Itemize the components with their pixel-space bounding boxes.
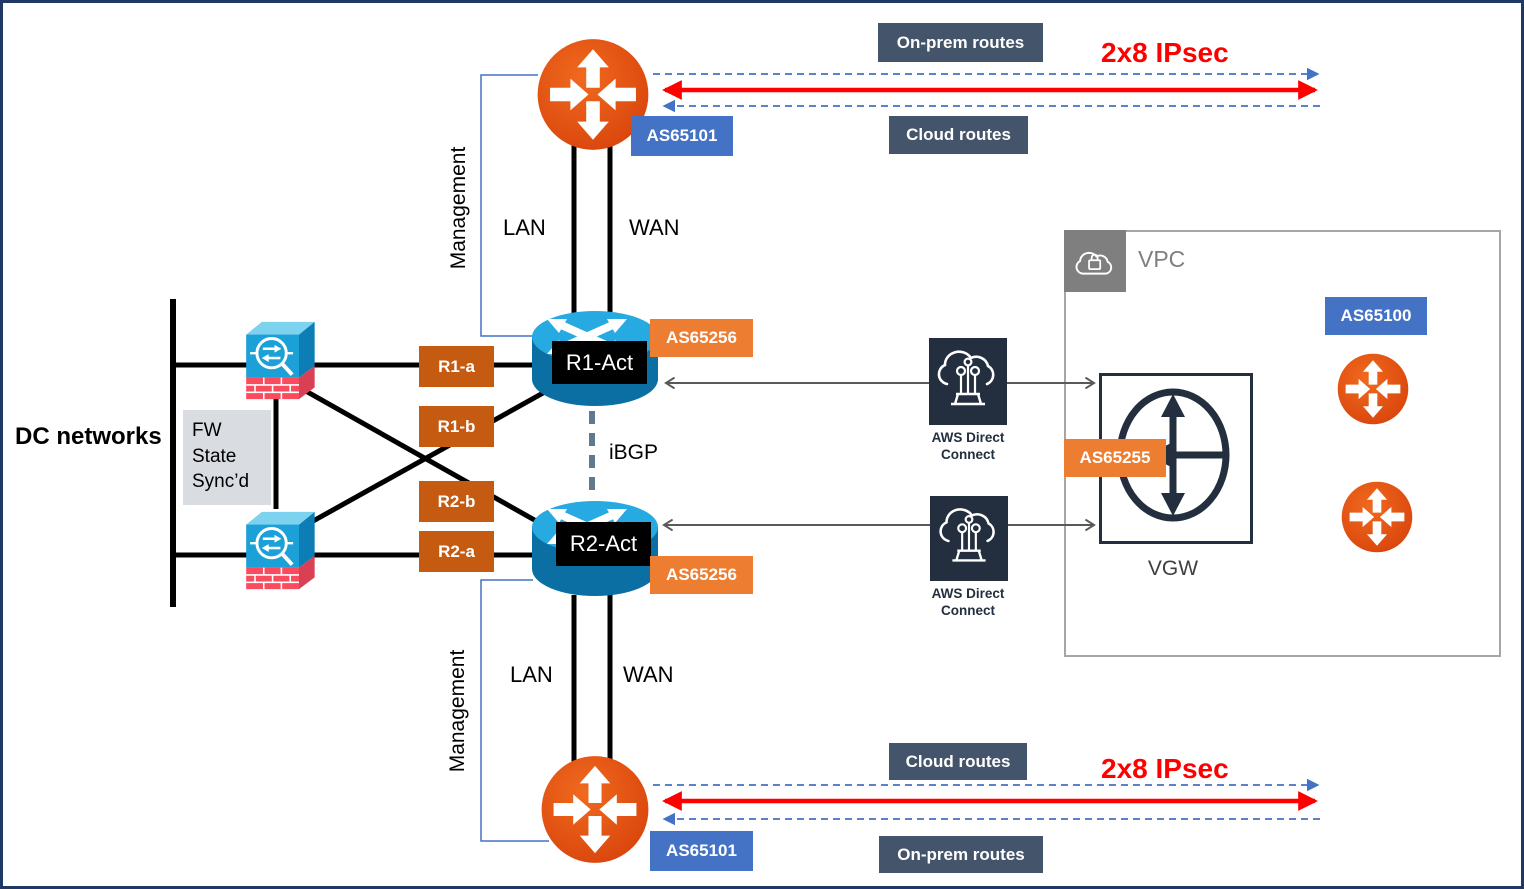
vgw-as-badge: AS65255 xyxy=(1064,439,1166,477)
firewall-icon-1 xyxy=(232,315,321,410)
cloud-routes-box-bottom: Cloud routes xyxy=(889,743,1027,780)
management-brackets xyxy=(480,74,549,842)
route-arrows-top xyxy=(653,67,1323,113)
link-badge-r1b: R1-b xyxy=(419,406,494,447)
wan-label-top: WAN xyxy=(629,215,680,240)
edge-top-as-badge: AS65101 xyxy=(631,116,733,156)
edge-router-icon-bottom xyxy=(540,755,650,869)
vpc-corner-tile xyxy=(1064,230,1126,292)
edge-router-icon-top xyxy=(536,38,650,156)
vpc-as-badge: AS65100 xyxy=(1325,297,1427,335)
ipsec-label-bottom: 2x8 IPsec xyxy=(1101,753,1229,784)
direct-connect-label-bottom: AWS Direct Connect xyxy=(931,586,1005,618)
direct-connect-label-top: AWS Direct Connect xyxy=(931,430,1005,462)
r2-name-label: R2-Act xyxy=(556,522,651,566)
onprem-routes-box-top: On-prem routes xyxy=(878,23,1043,62)
direct-connect-icon-top xyxy=(929,338,1007,425)
dc-networks-label: DC networks xyxy=(15,423,162,450)
route-arrows-bottom xyxy=(653,778,1323,826)
r1-name-label: R1-Act xyxy=(552,341,647,384)
link-badge-r2b: R2-b xyxy=(419,481,494,522)
vpc-router-icon-1 xyxy=(1337,353,1409,430)
r2-as-badge: AS65256 xyxy=(650,556,753,594)
r1-as-badge: AS65256 xyxy=(650,319,753,357)
firewall-icon-2 xyxy=(232,505,321,600)
management-label-top: Management xyxy=(447,146,470,270)
lan-label-top: LAN xyxy=(503,215,546,240)
lan-label-bottom: LAN xyxy=(510,662,553,687)
link-badge-r2a: R2-a xyxy=(419,531,494,572)
cloud-routes-box-top: Cloud routes xyxy=(889,116,1028,154)
ipsec-label-top: 2x8 IPsec xyxy=(1101,37,1229,68)
ibgp-label: iBGP xyxy=(609,441,659,464)
vpc-cloud-lock-icon xyxy=(1075,251,1113,275)
link-badge-r1a: R1-a xyxy=(419,346,494,387)
management-label-bottom: Management xyxy=(446,649,469,773)
vpc-router-icon-2 xyxy=(1341,481,1413,558)
onprem-routes-box-bottom: On-prem routes xyxy=(879,836,1043,873)
vgw-label: VGW xyxy=(1147,557,1199,580)
wan-label-bottom: WAN xyxy=(623,662,674,687)
edge-bottom-as-badge: AS65101 xyxy=(650,831,753,871)
direct-connect-icon-bottom xyxy=(930,496,1008,581)
vpc-label: VPC xyxy=(1138,246,1186,272)
fw-state-sync-note: FW State Sync’d xyxy=(183,410,271,505)
